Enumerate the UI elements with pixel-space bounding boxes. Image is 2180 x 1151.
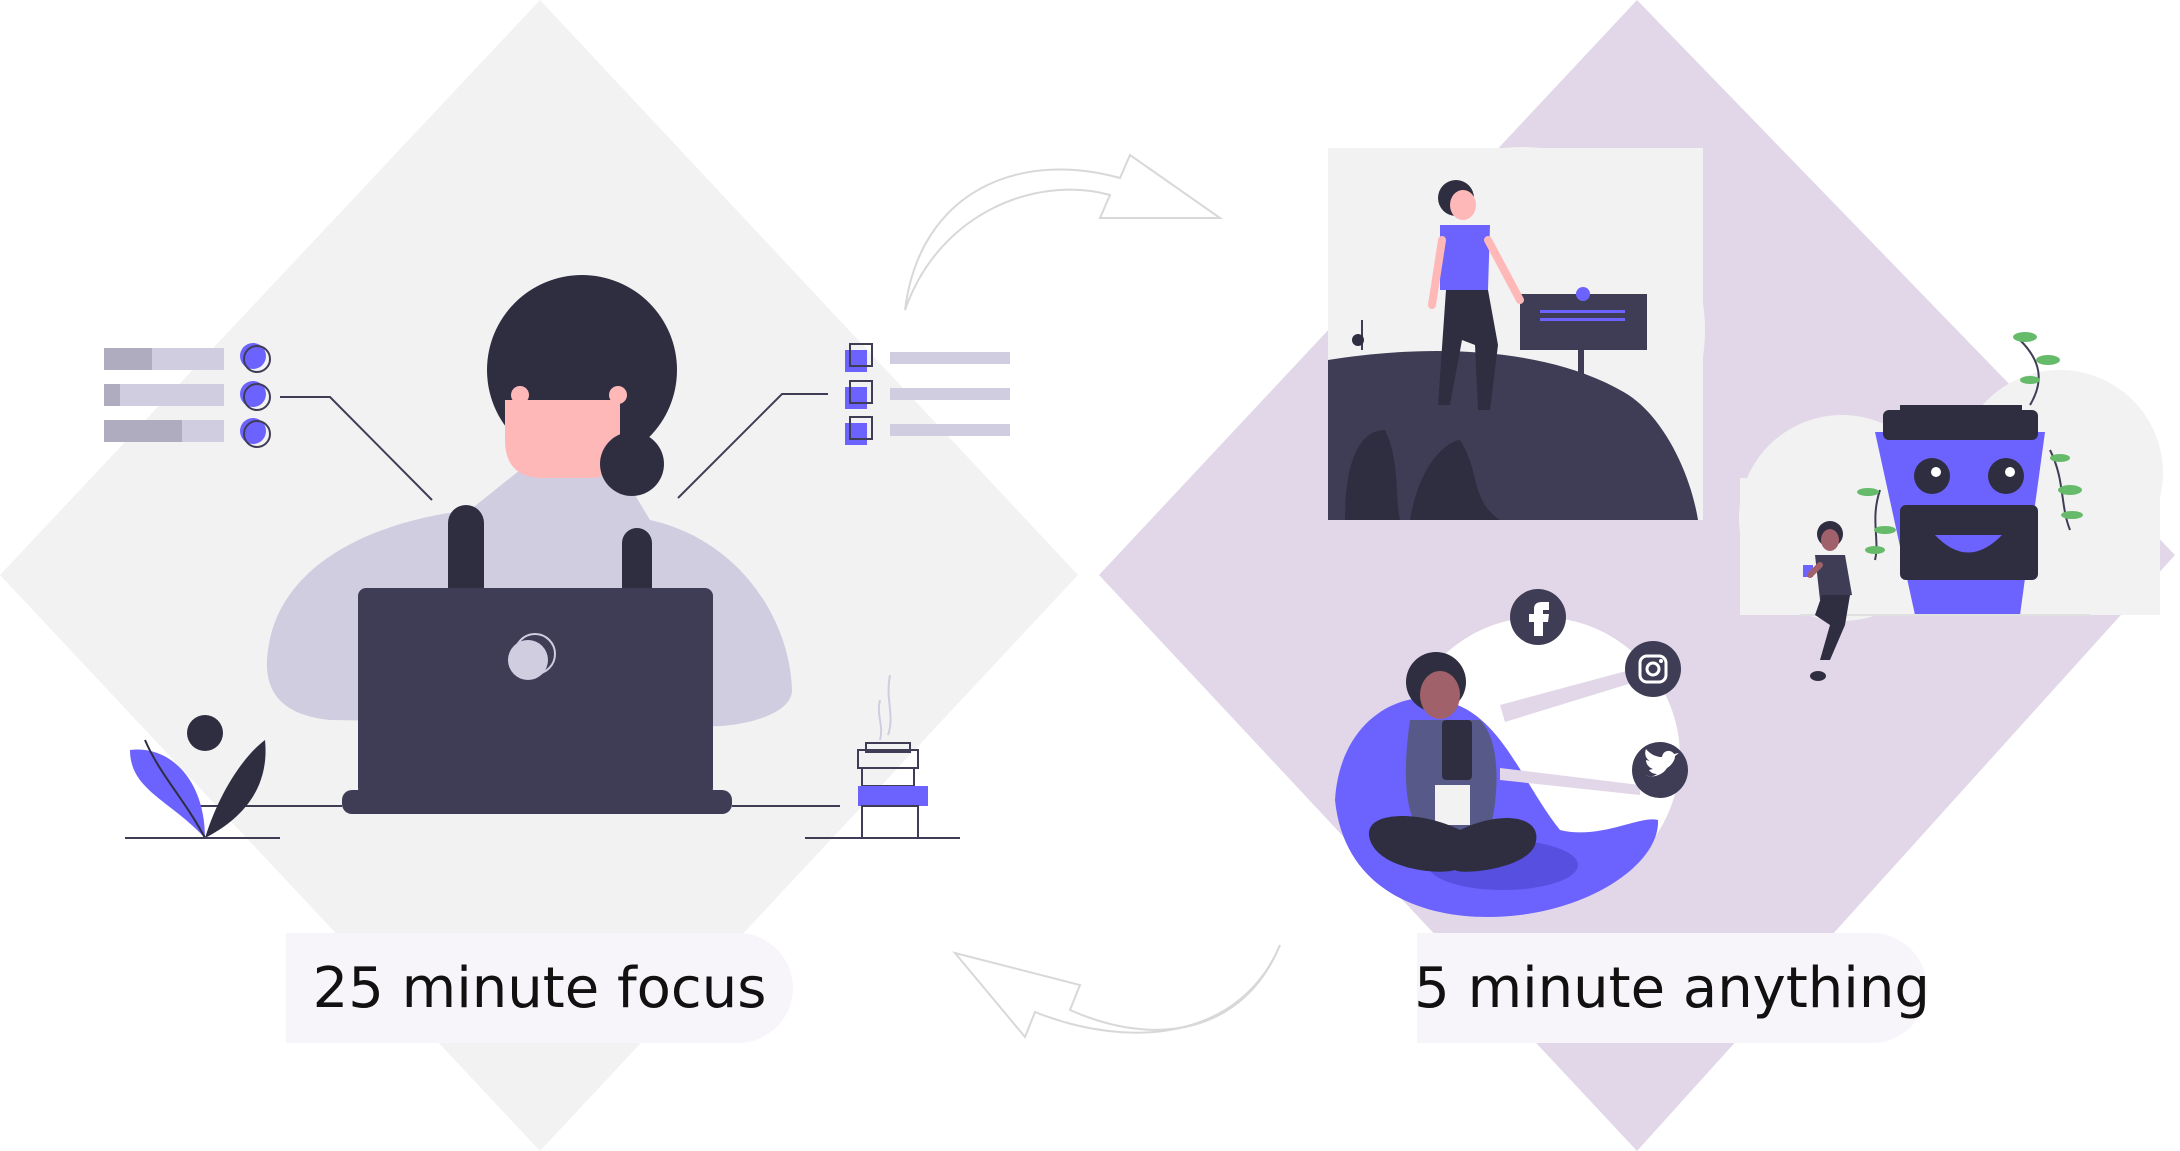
arrow-to-break: [904, 153, 1224, 311]
facebook-icon: [1510, 589, 1566, 645]
twitter-icon: [1632, 742, 1688, 798]
break-label-text: 5 minute anything: [1414, 955, 1930, 1021]
arrow-to-focus: [952, 944, 1281, 1039]
task-list-left: [104, 343, 433, 501]
task-list-right: [677, 343, 1010, 499]
plant: [125, 715, 280, 839]
coffee-break-scene: [1739, 332, 2163, 681]
focus-label: 25 minute focus: [286, 933, 793, 1043]
coffee-cup: [805, 674, 960, 839]
instagram-icon: [1625, 641, 1681, 697]
laptop: [195, 588, 840, 814]
focus-label-text: 25 minute focus: [312, 955, 767, 1021]
walk-scene: [1328, 147, 1705, 520]
social-scene: [1335, 617, 1680, 918]
break-label: 5 minute anything: [1414, 933, 1930, 1043]
